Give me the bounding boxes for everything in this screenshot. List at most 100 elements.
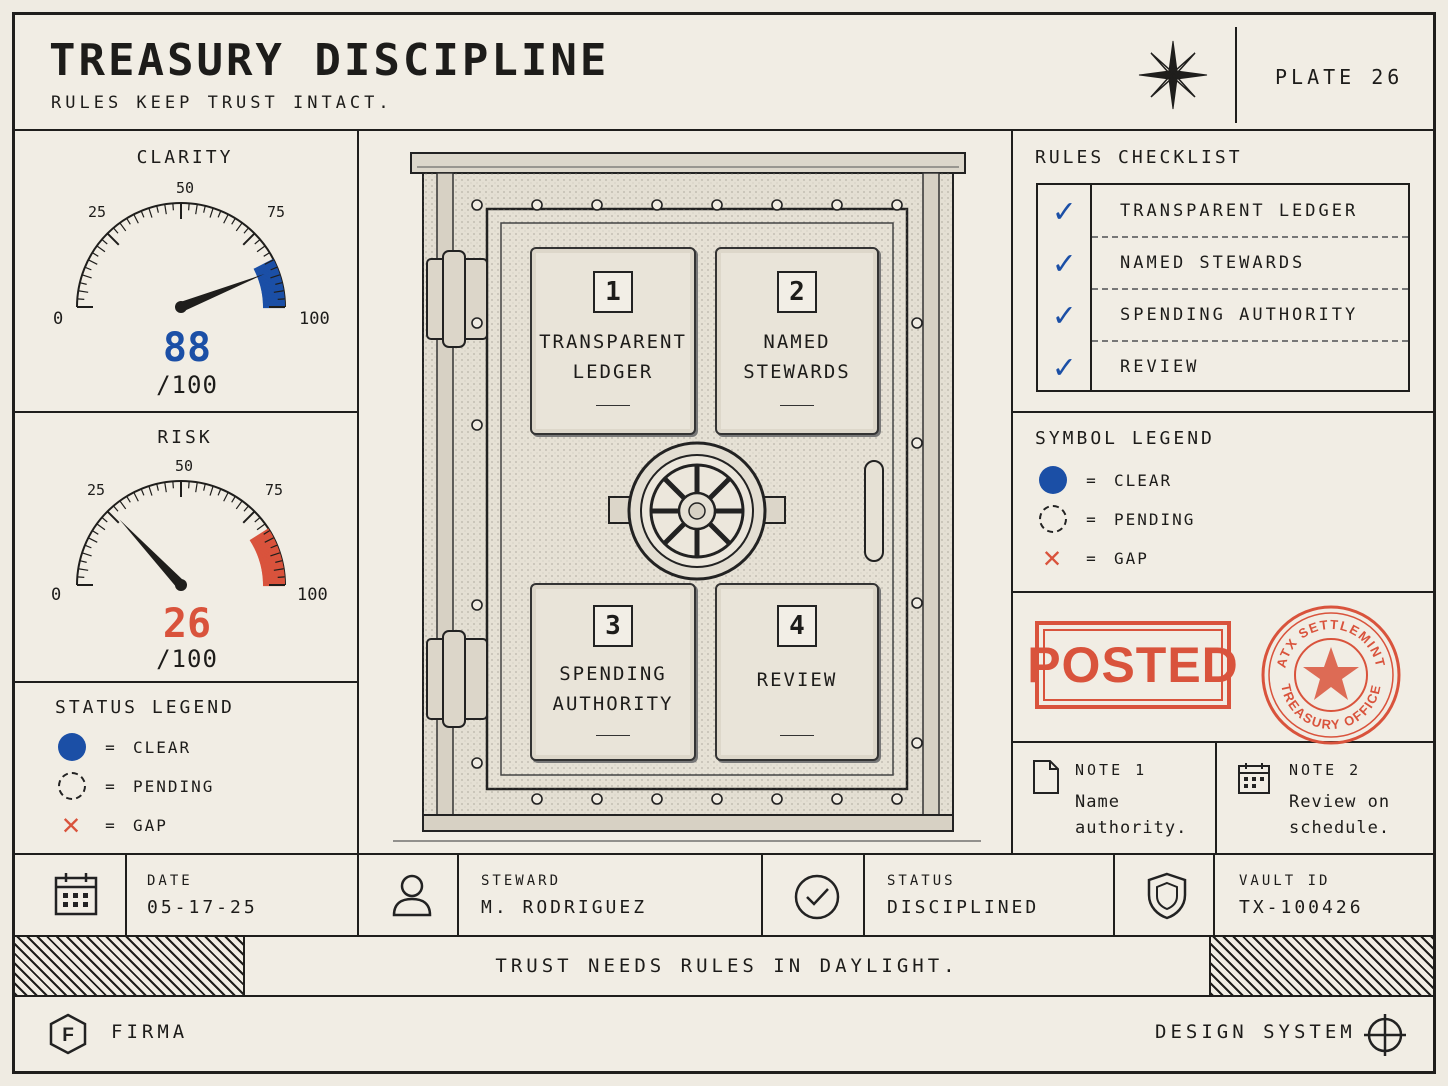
status-legend-pending: = PENDING [55, 769, 214, 803]
gauge-tick [270, 274, 281, 279]
rivet [911, 437, 923, 449]
gauge-tick [164, 482, 167, 493]
status-legend-title: STATUS LEGEND [55, 697, 235, 718]
gauge-tick [188, 203, 190, 211]
rivet [891, 793, 903, 805]
gauge-tick [140, 488, 145, 496]
note-1-line-2: authority. [1075, 818, 1188, 838]
clarity-tick-75: 75 [267, 203, 286, 221]
checklist-label: TRANSPARENT LEDGER [1120, 201, 1359, 221]
gauge-tick [126, 496, 131, 503]
checklist-label: SPENDING AUTHORITY [1120, 305, 1359, 325]
gauge-tick [277, 576, 285, 578]
wheel-spoke [707, 521, 732, 546]
gauge-tick [113, 227, 119, 234]
gauge-tick [148, 485, 153, 496]
gauge-tick [84, 544, 92, 549]
person-icon [392, 874, 432, 917]
note-2-line-2: schedule. [1289, 818, 1391, 838]
symbol-legend-gap: ✕ = GAP [1036, 541, 1149, 575]
plate-number: PLATE 26 [1275, 65, 1404, 89]
panel-label: REVIEW [756, 669, 838, 691]
crosshair-icon [1364, 1014, 1406, 1056]
gauge-tick [101, 517, 108, 523]
gauge-tick [101, 239, 108, 245]
gauge-tick [156, 483, 159, 491]
gauge-tick [119, 500, 127, 510]
clarity-max: /100 [156, 371, 218, 399]
page-title: TREASURY DISCIPLINE [49, 35, 610, 86]
rivet [771, 793, 783, 805]
rivet [911, 737, 923, 749]
gauge-pivot [175, 579, 187, 591]
gauge-tick [256, 523, 266, 531]
risk-tick-75: 75 [265, 481, 284, 499]
gauge-tick [231, 496, 236, 503]
gauge-tick [79, 560, 87, 563]
gauge-tick [119, 222, 127, 232]
risk-tick-50: 50 [175, 457, 194, 475]
brand-name: FIRMA [111, 1021, 189, 1043]
gauge-tick [243, 227, 249, 234]
gauge-needle [179, 273, 265, 312]
document-icon [1033, 760, 1059, 794]
equals-sign: = [1086, 470, 1098, 490]
gauge-tick [270, 552, 281, 557]
rivet [911, 597, 923, 609]
legend-label: PENDING [133, 776, 215, 796]
hexagon-f-icon: F [49, 1013, 87, 1055]
checkbox[interactable]: ✓ [1038, 237, 1092, 289]
panel-number: 1 [593, 271, 633, 313]
rivet [531, 793, 543, 805]
checkmark-icon: ✓ [1053, 295, 1075, 335]
gauge-tick [188, 481, 190, 489]
treasury-seal-stamp: ATX SETTLEMINT TREASURY OFFICE [1261, 605, 1401, 745]
legend-label: CLEAR [1114, 470, 1173, 490]
checkmark-icon: ✓ [1053, 243, 1075, 283]
pending-dot-icon [1039, 505, 1067, 533]
clarity-value: 88 [162, 325, 212, 371]
gauge-tick [270, 266, 278, 271]
gauge-tick [88, 537, 98, 543]
check-circle-icon [794, 874, 840, 920]
gauge-tick [231, 218, 236, 225]
pending-dot-icon [58, 772, 86, 800]
gauge-tick [235, 500, 243, 510]
checkbox[interactable]: ✓ [1038, 289, 1092, 341]
checklist-label: NAMED STEWARDS [1120, 253, 1306, 273]
rivet [771, 199, 783, 211]
gauge-tick [96, 245, 106, 253]
note-2-line-1: Review on [1289, 792, 1391, 812]
rivet [471, 317, 483, 329]
clarity-tick-50: 50 [176, 179, 195, 197]
checklist-label: REVIEW [1120, 356, 1200, 377]
clarity-gauge-title: CLARITY [136, 147, 234, 168]
page-subtitle: RULES KEEP TRUST INTACT. [51, 93, 393, 113]
legend-label: GAP [133, 815, 168, 835]
clear-dot-icon [1039, 466, 1067, 494]
rules-checklist: ✓ TRANSPARENT LEDGER ✓ NAMED STEWARDS ✓ … [1036, 183, 1410, 392]
legend-label: GAP [1114, 548, 1149, 568]
gauge-tick [148, 207, 153, 218]
gauge-tick [92, 530, 99, 535]
gauge-tick [270, 544, 278, 549]
risk-gauge-title: RISK [157, 427, 213, 448]
checkbox[interactable]: ✓ [1038, 341, 1092, 392]
design-system-label: DESIGN SYSTEM [1155, 1021, 1356, 1043]
brand-letter: F [62, 1025, 74, 1046]
checkbox[interactable]: ✓ [1038, 185, 1092, 237]
vault-panel-3: 3 SPENDING AUTHORITY [530, 583, 696, 761]
gauge-tick [275, 560, 283, 563]
gauge-tick [263, 252, 270, 257]
gauge-tick [77, 576, 85, 578]
rivet [471, 419, 483, 431]
gauge-tick [81, 552, 92, 557]
gauge-tick [92, 252, 99, 257]
vault-illustration: 1 TRANSPARENT LEDGER 2 NAMED STEWARDS 3 … [377, 143, 997, 843]
gauge-tick [133, 214, 139, 224]
legend-label: CLEAR [133, 737, 192, 757]
legend-label: PENDING [1114, 509, 1196, 529]
vault-panel-2: 2 NAMED STEWARDS [715, 247, 879, 435]
panel-number: 3 [593, 605, 633, 647]
date-label: DATE [147, 873, 193, 889]
